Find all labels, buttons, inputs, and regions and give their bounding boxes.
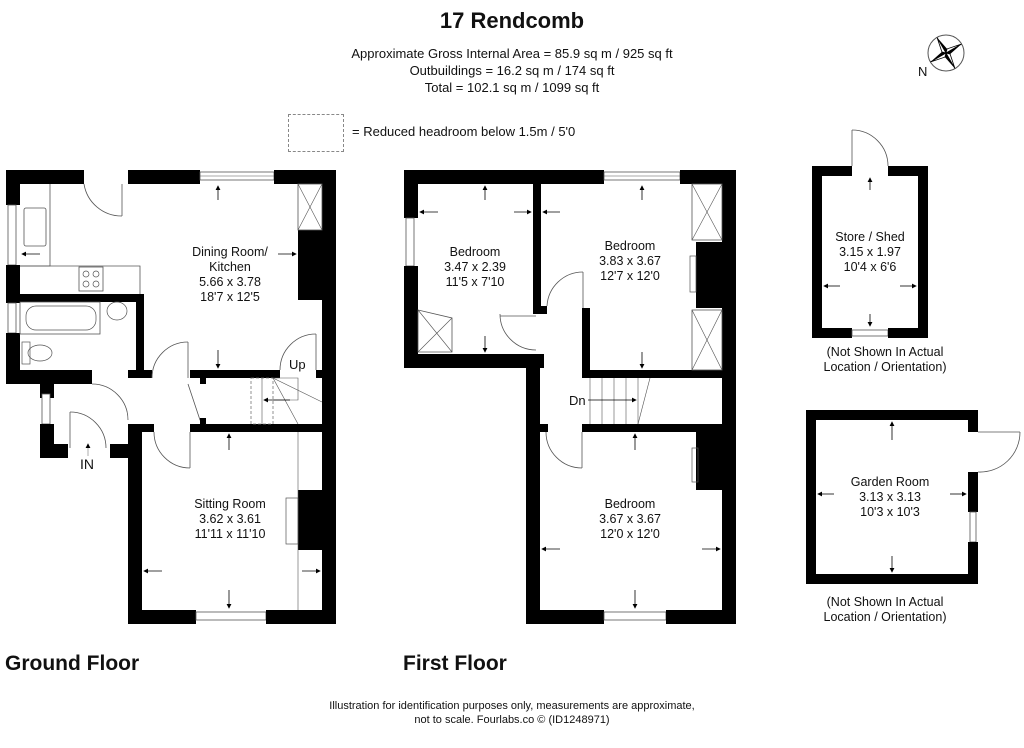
total-area: Total = 102.1 sq m / 1099 sq ft [424, 80, 600, 95]
room-dimensions-imperial: 10'3 x 10'3 [860, 505, 920, 519]
room-dimensions-imperial: 12'7 x 12'0 [600, 269, 660, 283]
outbuildings-area: Outbuildings = 16.2 sq m / 174 sq ft [409, 63, 615, 78]
room-dimensions-metric: 3.67 x 3.67 [599, 512, 661, 526]
room-name: Garden Room [850, 475, 930, 489]
store-shed-location-note: (Not Shown In Actual Location / Orientat… [800, 345, 970, 375]
room-bedroom-1: Bedroom 3.47 x 2.39 11'5 x 7'10 [420, 245, 530, 290]
room-name: Bedroom [449, 245, 501, 259]
room-dimensions-metric: 5.66 x 3.78 [199, 275, 261, 289]
first-floor-plan [404, 170, 736, 624]
reduced-headroom-legend-text: = Reduced headroom below 1.5m / 5'0 [352, 124, 576, 139]
room-dimensions-metric: 3.13 x 3.13 [859, 490, 921, 504]
store-shed-plan [812, 129, 928, 338]
room-dimensions-imperial: 12'0 x 12'0 [600, 527, 660, 541]
disclaimer-line-2: not to scale. Fourlabs.co © (ID1248971) [414, 714, 610, 726]
garden-room-plan [806, 410, 1021, 584]
room-name: Kitchen [209, 260, 251, 274]
compass-rose-icon [925, 32, 967, 74]
note-line: Location / Orientation) [823, 360, 947, 374]
entrance-label: IN [80, 456, 94, 472]
stairs-down-label: Dn [569, 393, 586, 408]
room-dining-kitchen: Dining Room/ Kitchen 5.66 x 3.78 18'7 x … [160, 245, 300, 305]
disclaimer-line-1: Illustration for identification purposes… [329, 700, 695, 712]
note-line: (Not Shown In Actual [826, 595, 944, 609]
first-floor-label: First Floor [403, 652, 507, 675]
room-name: Bedroom [604, 497, 656, 511]
room-dimensions-metric: 3.15 x 1.97 [839, 245, 901, 259]
room-store-shed: Store / Shed 3.15 x 1.97 10'4 x 6'6 [820, 230, 920, 275]
room-dimensions-imperial: 11'5 x 7'10 [445, 275, 505, 289]
garden-room-location-note: (Not Shown In Actual Location / Orientat… [800, 595, 970, 625]
room-bedroom-3: Bedroom 3.67 x 3.67 12'0 x 12'0 [570, 497, 690, 542]
reduced-headroom-legend-swatch [288, 114, 344, 152]
gross-internal-area: Approximate Gross Internal Area = 85.9 s… [351, 46, 673, 61]
room-dimensions-metric: 3.47 x 2.39 [444, 260, 506, 274]
room-dimensions-metric: 3.62 x 3.61 [199, 512, 261, 526]
room-name: Store / Shed [835, 230, 905, 244]
room-name: Dining Room/ [192, 245, 268, 259]
stairs-up-label: Up [289, 357, 306, 372]
room-garden-room: Garden Room 3.13 x 3.13 10'3 x 10'3 [830, 475, 950, 520]
room-bedroom-2: Bedroom 3.83 x 3.67 12'7 x 12'0 [570, 239, 690, 284]
room-name: Sitting Room [194, 497, 266, 511]
room-dimensions-imperial: 18'7 x 12'5 [200, 290, 260, 304]
room-name: Bedroom [604, 239, 656, 253]
page-title: 17 Rendcomb [439, 8, 585, 33]
room-dimensions-imperial: 10'4 x 6'6 [843, 260, 897, 274]
room-dimensions-imperial: 11'11 x 11'10 [194, 527, 266, 541]
note-line: Location / Orientation) [823, 610, 947, 624]
note-line: (Not Shown In Actual [826, 345, 944, 359]
room-dimensions-metric: 3.83 x 3.67 [599, 254, 661, 268]
room-sitting-room: Sitting Room 3.62 x 3.61 11'11 x 11'10 [160, 497, 300, 542]
ground-floor-plan [6, 170, 336, 624]
ground-floor-label: Ground Floor [5, 652, 140, 675]
compass-north-label: N [918, 64, 928, 79]
